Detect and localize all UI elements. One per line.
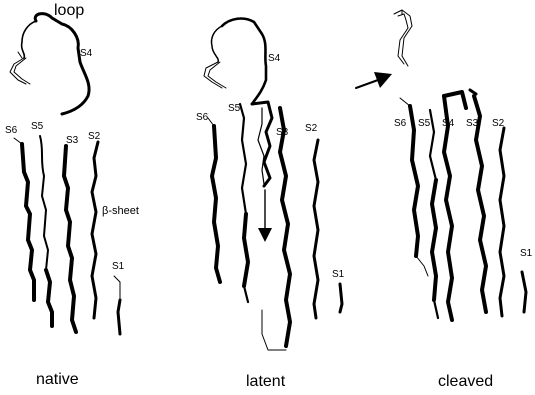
cleaved-loop-fragment bbox=[394, 10, 412, 66]
latent-caption: latent bbox=[246, 374, 285, 390]
latent-strand-s1 bbox=[340, 284, 342, 312]
cleaved-s6-label: S6 bbox=[394, 119, 406, 129]
latent-s3-label: S3 bbox=[276, 128, 288, 138]
native-s5-label: S5 bbox=[31, 122, 43, 132]
native-strand-s5-thick bbox=[46, 270, 52, 326]
cleaved-strand-s2 bbox=[500, 128, 504, 316]
latent-s5-label: S5 bbox=[228, 104, 240, 114]
native-panel bbox=[10, 14, 120, 334]
cleaved-strand-s1 bbox=[522, 272, 526, 312]
cleaved-panel bbox=[394, 10, 526, 320]
latent-s2-label: S2 bbox=[305, 124, 317, 134]
native-strand-s3 bbox=[64, 146, 76, 332]
latent-strand-s4-inner bbox=[258, 108, 264, 184]
latent-strand-s5-thick bbox=[244, 214, 248, 286]
native-beta-sheet-label: β-sheet bbox=[102, 206, 139, 217]
native-loop-label: loop bbox=[54, 3, 84, 19]
native-s3-label: S3 bbox=[66, 136, 78, 146]
latent-strand-s3 bbox=[280, 108, 290, 346]
native-s4-label: S4 bbox=[80, 49, 92, 59]
latent-loop bbox=[222, 19, 266, 104]
cleaved-strand-s4 bbox=[444, 96, 452, 320]
latent-panel bbox=[204, 19, 342, 350]
cleaved-caption: cleaved bbox=[438, 374, 493, 390]
native-s6-label: S6 bbox=[5, 126, 17, 136]
cleaved-s2-label: S2 bbox=[492, 119, 504, 129]
cleaved-strand-s5-thick bbox=[432, 180, 436, 300]
native-s2-label: S2 bbox=[88, 132, 100, 142]
cleaved-s3-label: S3 bbox=[466, 119, 478, 129]
cleaved-strand-s6-body bbox=[410, 106, 418, 256]
cleaved-strand-s4-hairpin bbox=[444, 92, 466, 108]
native-strand-s1 bbox=[114, 276, 120, 300]
latent-s1-label: S1 bbox=[332, 270, 344, 280]
native-strand-s1-thick bbox=[118, 300, 120, 334]
latent-loop-left bbox=[211, 26, 222, 62]
down-arrow-icon bbox=[258, 190, 272, 242]
native-caption: native bbox=[36, 372, 79, 388]
cleaved-s4-label: S4 bbox=[442, 119, 454, 129]
native-loop bbox=[35, 14, 89, 114]
diagonal-arrow-icon bbox=[356, 72, 392, 88]
latent-strand-s3-tail bbox=[262, 310, 286, 350]
cleaved-strand-s3-tip bbox=[470, 90, 476, 94]
latent-s4-label: S4 bbox=[268, 54, 280, 64]
cleaved-s5-label: S5 bbox=[418, 119, 430, 129]
native-strand-s2 bbox=[92, 142, 98, 318]
latent-strand-s2 bbox=[314, 140, 318, 318]
native-strand-s6-body bbox=[22, 144, 34, 300]
latent-loop-sidechain bbox=[204, 62, 226, 88]
native-loop-left bbox=[22, 21, 36, 58]
latent-strand-s6-body bbox=[212, 126, 220, 282]
cleaved-strand-s6-tail bbox=[416, 256, 428, 276]
native-loop-sidechain bbox=[10, 52, 30, 84]
native-s1-label: S1 bbox=[112, 262, 124, 272]
cleaved-s1-label: S1 bbox=[520, 249, 532, 259]
latent-s6-label: S6 bbox=[196, 113, 208, 123]
